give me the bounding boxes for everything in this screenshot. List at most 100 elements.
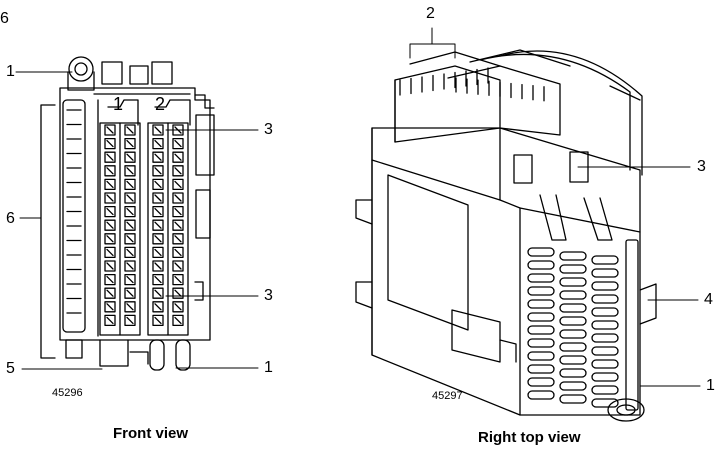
- screw-slot: [126, 262, 134, 270]
- terminal-screw: [172, 246, 184, 259]
- terminal-screw: [104, 192, 116, 204]
- vent-slot: [527, 312, 555, 322]
- screw-slot: [126, 207, 134, 216]
- terminal-screw: [152, 192, 164, 204]
- screw-slot: [106, 153, 114, 161]
- front-callout-3-bottom: 3: [264, 287, 273, 304]
- terminal-block-label-1: 1: [113, 94, 124, 114]
- vent-slot: [559, 303, 587, 313]
- terminal-screw: [104, 260, 116, 272]
- vent-slot: [527, 260, 555, 270]
- vent-slot: [559, 316, 587, 326]
- terminal-screw: [104, 137, 116, 150]
- right-callout-2: 2: [426, 5, 435, 22]
- terminal-screw: [152, 301, 164, 313]
- terminal-screw: [152, 165, 164, 177]
- terminal-screw: [172, 165, 184, 177]
- terminal-screw: [172, 137, 184, 150]
- screw-slot: [106, 303, 114, 311]
- vent-slot: [591, 385, 619, 395]
- terminal-screw: [104, 301, 116, 313]
- terminal-screw: [124, 301, 136, 313]
- front-view-leader-lines: [15, 71, 259, 370]
- terminal-screw: [172, 205, 184, 218]
- right-view-module: [355, 49, 657, 422]
- screw-slot: [106, 180, 114, 189]
- screw-slot: [154, 248, 162, 257]
- screw-slot: [154, 221, 162, 229]
- terminal-screw: [172, 192, 184, 204]
- vent-slot: [559, 394, 587, 404]
- terminal-screw: [104, 314, 116, 327]
- terminal-screw: [152, 205, 164, 218]
- terminal-screw: [172, 314, 184, 327]
- terminal-screw: [124, 219, 136, 231]
- terminal-screw: [104, 287, 116, 299]
- screw-slot: [154, 262, 162, 270]
- screw-slot: [174, 275, 182, 284]
- terminal-screw: [124, 260, 136, 272]
- terminal-screw: [104, 233, 116, 245]
- front-view-caption: Front view: [113, 425, 189, 442]
- vent-slot: [527, 338, 555, 348]
- screw-slot: [174, 167, 182, 175]
- vent-slot: [591, 307, 619, 317]
- terminal-screw: [152, 314, 164, 327]
- vent-slot: [527, 377, 555, 387]
- terminal-screw: [104, 219, 116, 231]
- terminal-screw: [104, 273, 116, 286]
- terminal-screw: [152, 151, 164, 163]
- vent-slot: [559, 381, 587, 391]
- terminal-screw: [152, 137, 164, 150]
- terminal-screw: [172, 219, 184, 231]
- vent-slot: [559, 277, 587, 287]
- vent-slot: [527, 273, 555, 283]
- terminal-screw: [152, 246, 164, 259]
- terminal-screw: [124, 151, 136, 163]
- front-terminal-screws: [104, 124, 184, 327]
- bracket-callout-2: [409, 27, 456, 59]
- screw-slot: [126, 275, 134, 284]
- terminal-screw: [152, 287, 164, 299]
- front-callout-3-top: 3: [264, 121, 273, 138]
- right-view-leader-lines: [577, 166, 701, 387]
- terminal-screw: [172, 273, 184, 286]
- terminal-screw: [124, 165, 136, 177]
- screw-slot: [174, 303, 182, 311]
- terminal-screw: [172, 151, 184, 163]
- screw-slot: [126, 248, 134, 257]
- screw-slot: [174, 221, 182, 229]
- screw-slot: [106, 194, 114, 202]
- front-callout-1-bottom: 1: [264, 359, 273, 376]
- screw-slot: [106, 248, 114, 257]
- terminal-screw: [152, 273, 164, 286]
- screw-slot: [174, 235, 182, 243]
- terminal-screw: [104, 246, 116, 259]
- terminal-screw: [152, 124, 164, 136]
- right-figure-number: 45297: [432, 390, 463, 402]
- terminal-screw: [124, 273, 136, 286]
- terminal-screw: [172, 178, 184, 191]
- terminal-screw: [172, 233, 184, 245]
- right-view-vent-grille: [527, 247, 619, 408]
- screw-slot: [106, 316, 114, 325]
- right-view-caption: Right top view: [478, 429, 581, 446]
- vent-slot: [527, 364, 555, 374]
- screw-slot: [154, 180, 162, 189]
- right-callout-1: 1: [706, 377, 715, 394]
- terminal-screw: [104, 178, 116, 191]
- vent-slot: [591, 346, 619, 356]
- screw-slot: [126, 126, 134, 134]
- screw-slot: [106, 139, 114, 148]
- terminal-screw: [172, 301, 184, 313]
- screw-slot: [126, 316, 134, 325]
- terminal-screw: [124, 192, 136, 204]
- vent-slot: [559, 342, 587, 352]
- screw-slot: [106, 235, 114, 243]
- terminal-screw: [124, 287, 136, 299]
- vent-slot: [559, 290, 587, 300]
- vent-slot: [591, 294, 619, 304]
- screw-slot: [174, 194, 182, 202]
